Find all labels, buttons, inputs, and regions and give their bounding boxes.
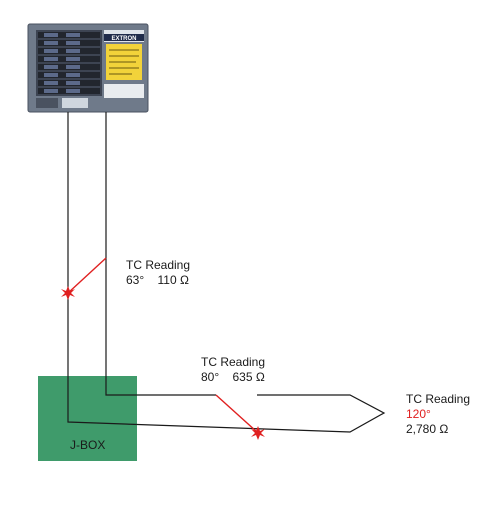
- tc-reading-2-resistance: 635 Ω: [232, 370, 265, 384]
- fault-marker-2: [251, 426, 265, 440]
- tc-reading-3: TC Reading 120° 2,780 Ω: [406, 392, 470, 437]
- tc-reading-1-temp: 63°: [126, 273, 145, 287]
- brand-text: EXTRON: [111, 36, 136, 42]
- fault-wire-1: [67, 257, 107, 294]
- jbox-label: J-BOX: [70, 438, 106, 452]
- junction-box: [38, 376, 137, 461]
- wire-right-partial: [105, 112, 216, 396]
- tc-reading-2-title: TC Reading: [201, 355, 266, 369]
- tc-reading-1: TC Reading 63° 110 Ω: [126, 258, 190, 288]
- tc-reading-3-resistance: 2,780 Ω: [406, 422, 449, 436]
- tc-reading-2: TC Reading 80° 635 Ω: [201, 355, 265, 385]
- fault-wire-2: [215, 394, 258, 433]
- tc-reading-1-values: 63° 110 Ω: [126, 273, 190, 288]
- wire-left-loop: [67, 112, 386, 433]
- tc-reading-2-temp: 80°: [201, 370, 220, 384]
- tc-reading-1-resistance: 110 Ω: [157, 273, 189, 287]
- chassis-device: EXTRON: [27, 23, 149, 113]
- tc-reading-3-temp: 120°: [406, 407, 431, 421]
- fault-marker-1: [61, 286, 75, 300]
- tc-reading-1-title: TC Reading: [126, 258, 191, 272]
- tc-reading-2-values: 80° 635 Ω: [201, 370, 265, 385]
- tc-reading-3-title: TC Reading: [406, 392, 471, 406]
- wires: [67, 112, 386, 433]
